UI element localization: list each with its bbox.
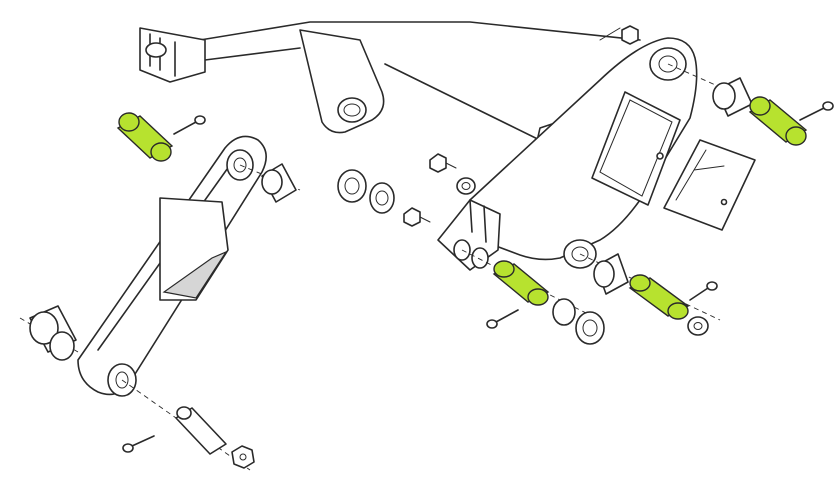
highlighted-pin-center-right xyxy=(628,274,690,320)
cotter-pins xyxy=(122,101,834,453)
link-arm xyxy=(77,135,267,397)
highlighted-pin-upper-right xyxy=(748,96,808,146)
bushings xyxy=(29,77,753,361)
side-plate xyxy=(437,25,698,271)
fasteners xyxy=(175,153,457,469)
highlighted-pin-center xyxy=(492,260,550,306)
cover-plate xyxy=(663,139,756,231)
highlighted-pin-upper-left xyxy=(116,112,174,162)
highlighted-pins xyxy=(116,96,808,320)
